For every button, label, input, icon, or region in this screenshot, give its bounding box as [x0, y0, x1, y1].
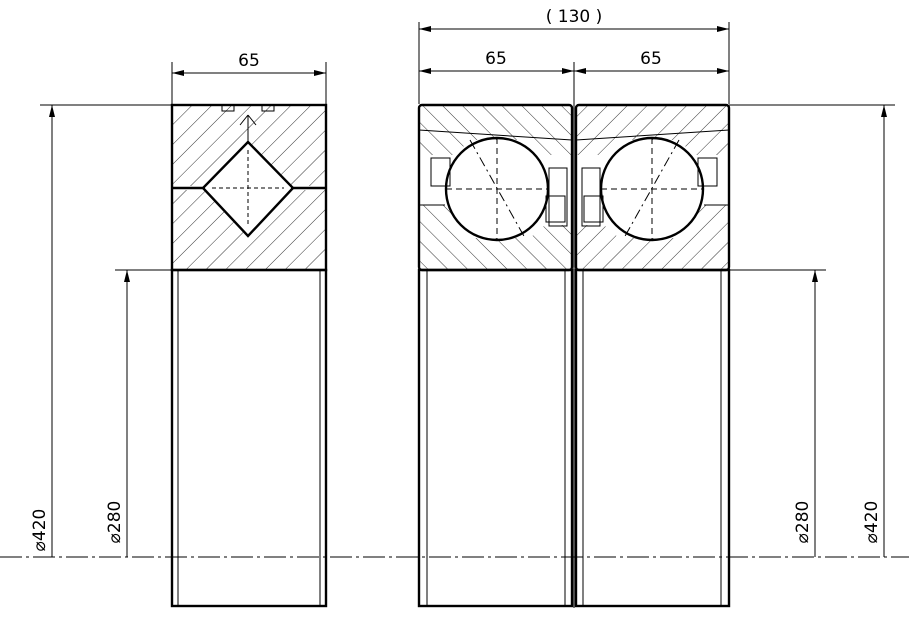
left-width-dimension: 65: [171, 51, 327, 104]
left-outer-diameter-dimension: ⌀420: [30, 104, 172, 557]
right-a-width-dimension: 65: [419, 49, 575, 104]
right-a-cage-right: [545, 195, 566, 223]
right-a-outer-ring: [419, 105, 572, 155]
left-bore-view: [170, 268, 328, 608]
left-ball-pocket: [201, 140, 295, 238]
left-outer-dia-label: ⌀420: [30, 509, 50, 552]
right-outer-diameter-dimension: ⌀420: [729, 104, 895, 557]
right-b-cage-left: [583, 195, 604, 223]
right-b-cage-right: [697, 157, 718, 187]
right-a-cage-left: [430, 157, 451, 187]
right-inner-dia-label: ⌀280: [793, 501, 813, 544]
right-b-width-dimension: 65: [574, 49, 729, 74]
left-bearing: [170, 103, 328, 608]
left-inner-ring-section: [172, 190, 326, 270]
right-a-bore-view: [417, 268, 574, 608]
right-a-width-label: 65: [485, 49, 507, 69]
right-bearing-pair: [417, 100, 731, 608]
left-inner-diameter-dimension: ⌀280: [105, 269, 172, 557]
left-inner-dia-label: ⌀280: [105, 501, 125, 544]
right-b-bore-view: [574, 268, 731, 608]
left-width-label: 65: [238, 51, 260, 71]
left-outer-ring-section: [172, 105, 326, 186]
right-b-inner-ring: [576, 205, 729, 270]
right-outer-dia-label: ⌀420: [862, 501, 882, 544]
overall-width-dimension: ( 130 ): [418, 7, 730, 104]
overall-width-label: ( 130 ): [546, 7, 603, 27]
right-b-width-label: 65: [640, 49, 662, 69]
right-b-outer-ring: [576, 105, 729, 155]
right-inner-diameter-dimension: ⌀280: [729, 269, 826, 557]
